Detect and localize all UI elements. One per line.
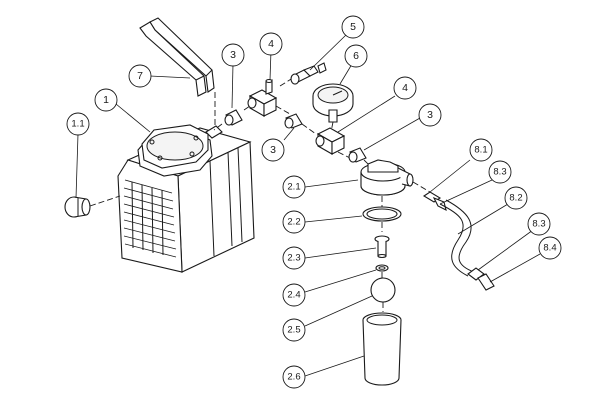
callout-2-3-label: 2.3	[287, 253, 300, 264]
callout-6: 6	[344, 44, 368, 68]
part-o-ring	[375, 264, 389, 272]
callout-7-label: 7	[137, 70, 143, 82]
callout-1-1-label: 1.1	[71, 119, 84, 130]
callout-8-2: 8.2	[504, 186, 528, 210]
callout-3c-label: 3	[427, 109, 433, 121]
callout-2-4: 2.4	[282, 283, 306, 307]
callout-8-4-label: 8.4	[543, 243, 556, 254]
part-tee-4b	[315, 127, 346, 155]
callout-4b-label: 4	[402, 82, 408, 94]
callout-4a-label: 4	[268, 38, 274, 50]
callout-2-1-label: 2.1	[287, 182, 300, 193]
part-handle-bracket	[139, 17, 215, 97]
part-filter-bowl	[362, 312, 402, 386]
part-fitting-3b	[284, 113, 303, 129]
callout-8-4: 8.4	[538, 236, 562, 260]
part-filter-stem	[374, 235, 390, 259]
callout-2-5: 2.5	[282, 318, 306, 342]
callout-8-2-label: 8.2	[509, 193, 522, 204]
part-tee-4a	[247, 78, 278, 117]
callout-2-4-label: 2.4	[287, 290, 300, 301]
part-filter-ball	[370, 277, 396, 303]
callout-2-2: 2.2	[282, 210, 306, 234]
axis-tee-4a-right	[275, 105, 291, 115]
part-pump-body	[117, 124, 255, 273]
axis-gauge	[330, 121, 334, 133]
callout-2-2-label: 2.2	[287, 217, 300, 228]
callout-2-1: 2.1	[282, 175, 306, 199]
callout-3b-label: 3	[270, 144, 276, 156]
callout-8-3b-label: 8.3	[532, 219, 545, 230]
callout-3a-label: 3	[230, 49, 236, 61]
axis-knob	[89, 195, 121, 207]
callout-3b: 3	[261, 138, 285, 162]
part-fitting-3a	[224, 109, 243, 126]
part-hose-fitting-8-4	[477, 273, 495, 291]
callout-5-label: 5	[350, 21, 356, 33]
callout-8-1: 8.1	[469, 138, 493, 162]
part-hose-assembly	[422, 191, 495, 291]
part-gasket-ring	[362, 206, 402, 222]
callout-4b: 4	[393, 76, 417, 100]
axis-filter-head-out	[412, 181, 431, 193]
callout-8-3b: 8.3	[527, 212, 551, 236]
callout-8-3a: 8.3	[488, 160, 512, 184]
callout-3c: 3	[418, 103, 442, 127]
callout-2-6: 2.6	[282, 365, 306, 389]
part-gauge	[312, 83, 354, 123]
callout-1-label: 1	[103, 94, 109, 106]
axis-tee-4a-up	[279, 75, 297, 87]
callout-2-5-label: 2.5	[287, 325, 300, 336]
callout-3a: 3	[221, 43, 245, 67]
callout-7: 7	[128, 64, 152, 88]
axis-tee-4a	[243, 105, 251, 111]
leader-lines	[75, 34, 541, 377]
callout-2-6-label: 2.6	[287, 372, 300, 383]
callout-1: 1	[94, 88, 118, 112]
callout-6-label: 6	[353, 50, 359, 62]
axis-fitting-3c	[363, 159, 371, 167]
axis-fitting-3a	[213, 123, 223, 131]
callout-8-1-label: 8.1	[474, 145, 487, 156]
callout-8-3a-label: 8.3	[493, 167, 506, 178]
callout-2-3: 2.3	[282, 246, 306, 270]
callout-5: 5	[341, 15, 365, 39]
part-fitting-3c	[348, 147, 367, 163]
callout-1-1: 1.1	[66, 112, 90, 136]
part-valve	[290, 62, 327, 85]
part-filter-head	[360, 159, 414, 196]
callout-4a: 4	[259, 32, 283, 56]
axis-fitting-3b	[301, 123, 317, 135]
axis-tee-4b	[337, 151, 351, 159]
part-knob	[64, 196, 91, 218]
